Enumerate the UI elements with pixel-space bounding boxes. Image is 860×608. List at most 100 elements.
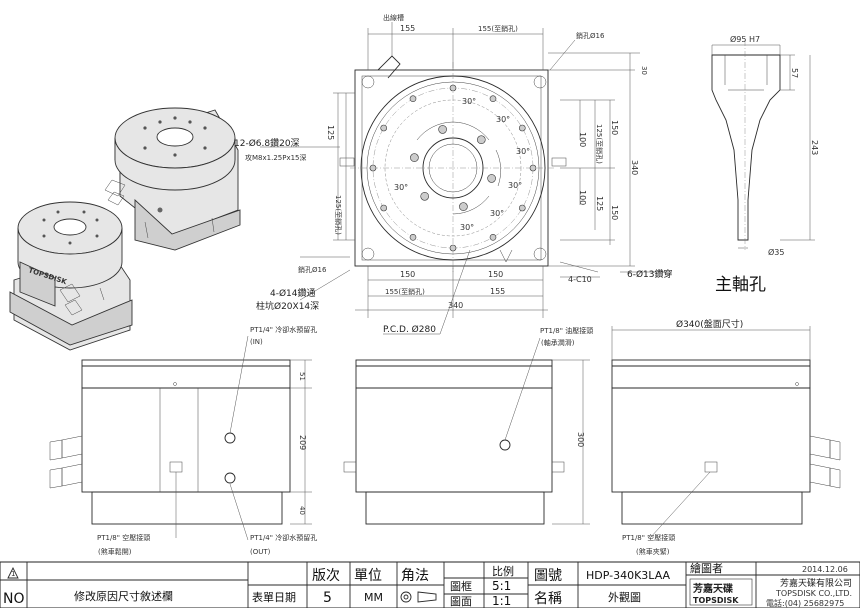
dim-right-100b: 100: [578, 190, 587, 205]
unit-label: 單位: [354, 568, 382, 584]
right-view: [611, 326, 841, 539]
scale-label: 比例: [492, 564, 514, 578]
pin-hole-bottom: 銷孔Ø16: [298, 265, 327, 274]
dim-bottom-150a: 150: [400, 270, 415, 279]
drawer-label: 繪圖者: [690, 561, 723, 575]
dim-left-125b: 125(至銷孔): [334, 195, 343, 235]
outlet-label: 出線槽: [383, 13, 404, 22]
face-label: 圖面: [450, 595, 472, 608]
angle-30-f: 30°: [460, 223, 474, 232]
bolt-hole: [369, 164, 377, 172]
front-dim-40: 40: [298, 506, 306, 515]
right-dim-top: Ø340(盤面尺寸): [676, 318, 743, 330]
pcd-label: P.C.D. Ø280: [383, 324, 436, 335]
scale-frame: 5:1: [492, 579, 511, 593]
dim-bottom-155a: 155(至銷孔): [385, 287, 425, 296]
spindle-dim-57: 57: [790, 68, 799, 78]
front-label-top: PT1/4" 冷卻水預留孔: [250, 325, 317, 334]
counterbore-a: 4-Ø14鑽通: [270, 287, 316, 299]
top-view: [260, 28, 670, 318]
table-date: 表單日期: [252, 590, 296, 604]
angle-30-g: 30°: [394, 183, 408, 192]
unit-value: MM: [364, 591, 383, 604]
thru-holes-label: 6-Ø13鑽穿: [627, 268, 673, 280]
dim-right-30: 30: [640, 66, 648, 75]
company-cn: 芳嘉天碟有限公司: [780, 577, 852, 589]
phone: 電話:(04) 25682975: [766, 598, 844, 608]
bolt-hole: [518, 204, 526, 212]
angle-30-c: 30°: [516, 147, 530, 156]
revision-header: NO: [3, 591, 25, 607]
bolt-hole: [438, 125, 447, 134]
dim-bottom-150b: 150: [488, 270, 503, 279]
dim-right-125b: 125: [595, 196, 604, 211]
dim-right-150: 150: [610, 120, 619, 135]
dim-left-125: 125: [326, 125, 335, 140]
scale-face: 1:1: [492, 594, 511, 608]
dim-top-left: 155: [400, 24, 415, 33]
side-dim-300: 300: [576, 432, 585, 447]
spindle-dim-bottom: Ø35: [768, 247, 784, 257]
front-dim-51: 51: [298, 372, 306, 381]
svg-text:1: 1: [11, 570, 15, 578]
bolt-hole: [420, 192, 430, 201]
dim-right-100: 100: [578, 132, 587, 147]
front-label-bottom-b-sub: (OUT): [250, 548, 271, 556]
bolt-hole: [449, 244, 457, 252]
pin-hole-top: 銷孔Ø16: [576, 31, 605, 40]
bolt-hole: [410, 153, 419, 162]
bolt-hole: [489, 95, 497, 102]
bolt-hole: [409, 95, 417, 102]
front-label-bottom-b: PT1/4" 冷卻水預留孔: [250, 533, 317, 542]
angle-label: 角法: [401, 568, 429, 584]
bolt-hole: [459, 202, 468, 211]
angle-30-b: 30°: [496, 115, 510, 124]
tap-thread-label: 攻M8x1.25Px15深: [245, 153, 307, 162]
counterbore-b: 柱坑Ø20X14深: [256, 300, 319, 312]
bolt-hole: [487, 174, 496, 183]
isometric-view-upper: [104, 107, 241, 251]
side-view: [343, 337, 590, 525]
bolt-hole: [518, 124, 526, 132]
spindle-section: [711, 40, 815, 250]
angle-30-e: 30°: [490, 209, 504, 218]
bolt-hole: [409, 234, 417, 241]
front-dim-209: 209: [298, 435, 307, 450]
front-label-top-sub: (IN): [250, 338, 263, 346]
isometric-view-lower: TOPSDISK: [9, 201, 133, 351]
right-label: PT1/8" 空壓接頭: [622, 533, 675, 542]
bolt-hole: [380, 124, 388, 132]
spindle-dim-243: 243: [810, 140, 819, 155]
bolt-hole: [380, 204, 388, 212]
company-en: TOPSDISK CO.,LTD.: [775, 589, 852, 598]
frame-label: 圖框: [450, 580, 472, 593]
bolt-hole: [489, 234, 497, 241]
dwg-no-value: HDP-340K3LAA: [586, 569, 671, 582]
company-logo: 芳嘉天碟 TOPSDISK: [689, 578, 753, 606]
angle-30-a: 30°: [462, 97, 476, 106]
side-label-sub: (軸承潤滑): [541, 338, 575, 347]
dim-right-340: 340: [630, 160, 639, 175]
logo-cn: 芳嘉天碟: [693, 582, 733, 595]
dim-bottom-155b: 155: [490, 287, 505, 296]
front-view: [49, 335, 312, 541]
dim-bottom-340: 340: [448, 301, 463, 310]
dwg-no-label: 圖號: [534, 568, 562, 584]
dim-right-125: 125(至銷孔): [595, 124, 604, 164]
front-label-bottom-a: PT1/8" 空壓接頭: [97, 533, 150, 542]
spindle-title: 主軸孔: [715, 275, 766, 295]
logo-en: TOPSDISK: [693, 596, 739, 605]
bolt-hole: [529, 164, 537, 172]
dim-right-150b: 150: [610, 205, 619, 220]
name-label: 名稱: [534, 591, 562, 607]
bolt-hole: [449, 84, 457, 92]
tap-holes-label: 12-Ø6.8鑽20深: [234, 137, 300, 149]
bolt-hole: [476, 135, 486, 144]
dim-top-center: 155(至銷孔): [478, 24, 518, 33]
version-value: 5: [323, 590, 332, 606]
angle-30-d: 30°: [508, 181, 522, 190]
chamfer-label: 4-C10: [568, 275, 592, 284]
front-label-bottom-a-sub: (煞車鬆開): [98, 547, 132, 556]
version-label: 版次: [312, 568, 340, 584]
